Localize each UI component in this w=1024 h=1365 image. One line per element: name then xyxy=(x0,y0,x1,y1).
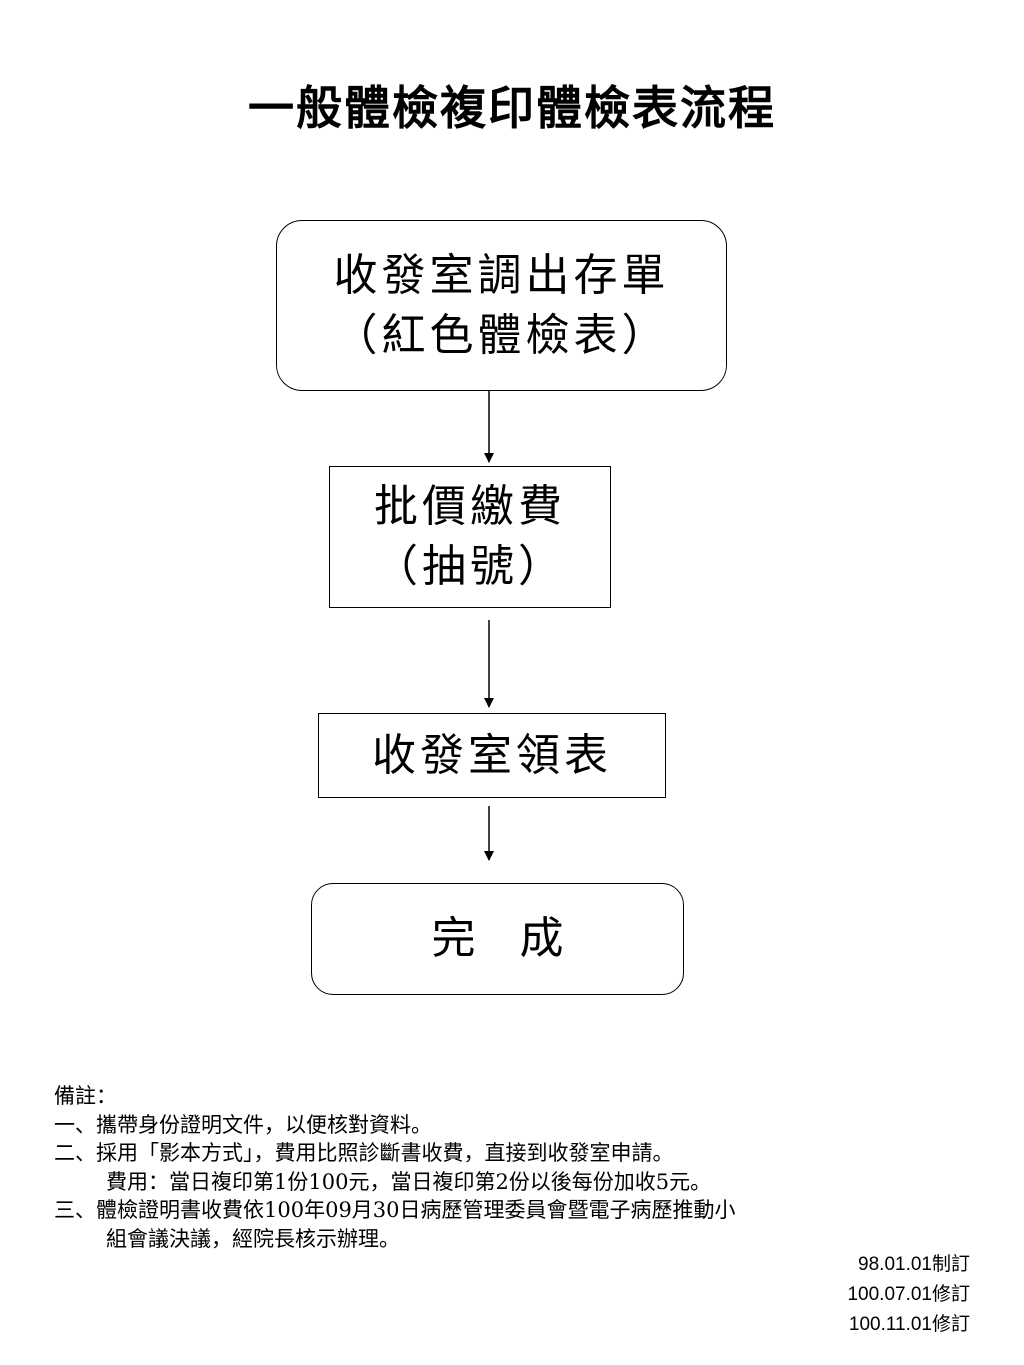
flow-step-3-line-1: 收發室領表 xyxy=(372,729,612,781)
flow-step-4-line-1: 完 成 xyxy=(431,913,564,964)
revision-entry: 100.07.01修訂 xyxy=(847,1284,970,1305)
revision-entry: 98.01.01制訂 xyxy=(858,1254,970,1275)
note-item-3-continued: 組會議決議，經院長核示辦理。 xyxy=(106,1226,400,1251)
flow-step-1-line-2: （紅色體檢表） xyxy=(333,309,670,361)
note-item-2: 二、採用「影本方式」，費用比照診斷書收費，直接到收發室申請。 xyxy=(54,1141,674,1165)
page-title: 一般體檢複印體檢表流程 xyxy=(248,81,776,135)
flow-step-complete: 完 成 xyxy=(311,883,684,995)
revision-entry: 100.11.01修訂 xyxy=(848,1314,970,1335)
flow-step-2-line-2: （抽號） xyxy=(374,541,566,592)
notes-section: 備註： 一、攜帶身份證明文件，以便核對資料。 二、採用「影本方式」，費用比照診斷… xyxy=(54,1082,934,1253)
flow-step-2-line-1: 批價繳費 xyxy=(374,481,566,532)
flow-step-pay-fee: 批價繳費 （抽號） xyxy=(329,466,611,608)
note-item-2-continued: 費用：當日複印第1份100元，當日複印第2份以後每份加收5元。 xyxy=(106,1169,712,1194)
flow-step-collect-form: 收發室領表 xyxy=(318,713,666,798)
revision-history: 98.01.01制訂 100.07.01修訂 100.11.01修訂 xyxy=(847,1250,970,1340)
note-item-3: 三、體檢證明書收費依100年09月30日病歷管理委員會暨電子病歷推動小 xyxy=(54,1198,736,1222)
note-item-1: 一、攜帶身份證明文件，以便核對資料。 xyxy=(54,1112,432,1137)
notes-heading: 備註： xyxy=(54,1084,117,1108)
flow-step-1-line-1: 收發室調出存單 xyxy=(333,249,670,301)
flow-step-retrieve-record: 收發室調出存單 （紅色體檢表） xyxy=(276,220,727,391)
